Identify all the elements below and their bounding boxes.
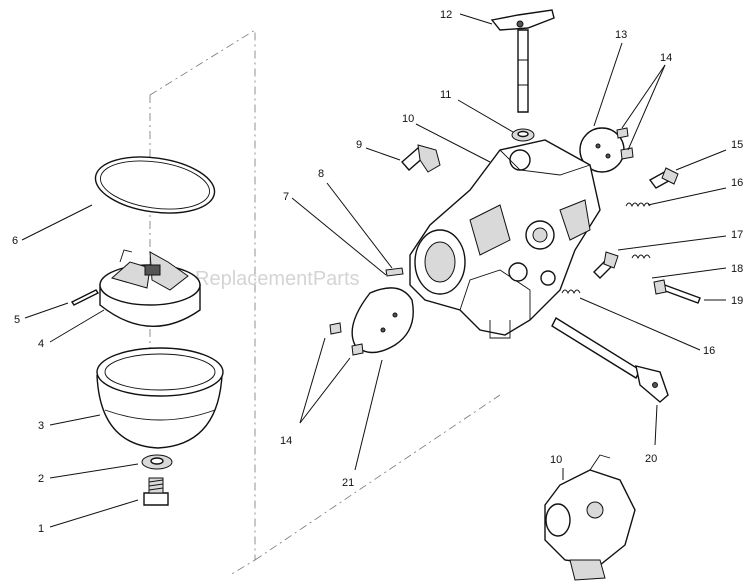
part-idle-speed-screw	[648, 167, 679, 189]
part-idle-mixture-screw	[593, 251, 619, 279]
callout-10: 10	[402, 113, 414, 125]
part-small-pin	[385, 267, 404, 277]
callout-15: 15	[731, 139, 743, 151]
part-choke-plate	[351, 287, 414, 354]
callout-10-inset: 10	[550, 454, 562, 466]
part-washer	[141, 454, 173, 470]
callout-16-lower: 16	[703, 345, 715, 357]
callout-19: 19	[731, 295, 743, 307]
part-carburetor-body	[409, 139, 601, 339]
part-spring	[631, 254, 651, 260]
leader-lines	[21, 13, 727, 528]
callout-9: 9	[356, 139, 362, 151]
part-float	[99, 249, 201, 328]
callout-16-upper: 16	[731, 177, 743, 189]
callout-labels: 1 2 3 4 5 6 7 8 9 10 11 12 13 14 15 16 1…	[12, 9, 743, 535]
callout-14-upper: 14	[660, 52, 672, 64]
callout-8: 8	[318, 168, 324, 180]
callout-2: 2	[38, 473, 44, 485]
callout-20: 20	[645, 453, 657, 465]
part-lower-spring	[561, 289, 581, 295]
part-choke-plate-screws	[329, 322, 364, 356]
part-float-bowl	[96, 347, 224, 449]
callout-5: 5	[14, 314, 20, 326]
callout-6: 6	[12, 235, 18, 247]
part-gasket-ring	[94, 156, 216, 214]
watermark: ReplacementParts	[195, 268, 360, 290]
callout-14-lower: 14	[280, 435, 292, 447]
part-idle-spring	[625, 202, 651, 208]
callout-1: 1	[38, 523, 44, 535]
callout-11: 11	[440, 89, 451, 101]
part-fuel-fitting	[401, 144, 441, 173]
part-long-screw	[653, 279, 701, 304]
callout-4: 4	[38, 338, 44, 350]
callout-3: 3	[38, 420, 44, 432]
part-carburetor-assembly-inset	[544, 454, 636, 581]
part-float-pin	[70, 289, 100, 306]
callout-12: 12	[440, 9, 452, 21]
callout-7: 7	[283, 191, 289, 203]
part-choke-shaft	[551, 317, 669, 403]
part-shaft-seal	[511, 128, 535, 142]
part-bowl-screw	[143, 477, 169, 506]
callout-13: 13	[615, 29, 627, 41]
callout-21: 21	[342, 477, 354, 489]
callout-18: 18	[731, 263, 743, 275]
part-throttle-shaft	[490, 9, 555, 113]
callout-17: 17	[731, 229, 743, 241]
